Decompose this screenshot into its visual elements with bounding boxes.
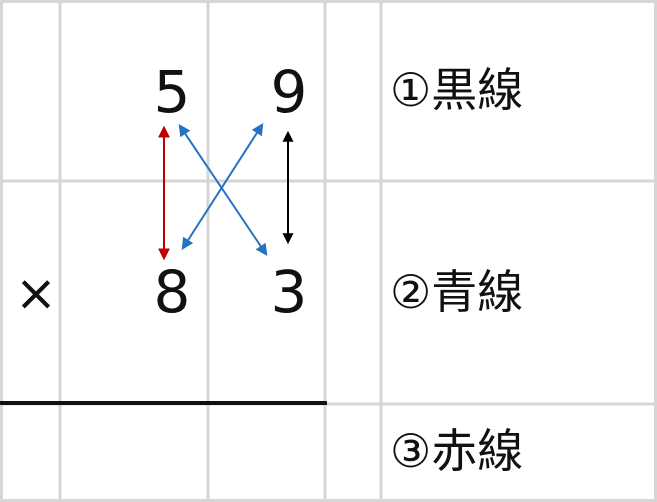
black-line-label: ①黒線: [390, 63, 523, 117]
top-digit-tens: 5: [154, 58, 191, 126]
multiply-sign: ×: [15, 264, 57, 322]
top-digit-ones: 9: [271, 58, 308, 126]
blue-line-arrow-b: [181, 122, 264, 251]
blue-line-label: ②青線: [390, 265, 523, 319]
bottom-digit-tens: 8: [154, 258, 191, 326]
red-line-label: ③赤線: [390, 424, 523, 478]
bottom-digit-ones: 3: [271, 258, 308, 326]
blue-line-arrow-a: [178, 124, 268, 256]
